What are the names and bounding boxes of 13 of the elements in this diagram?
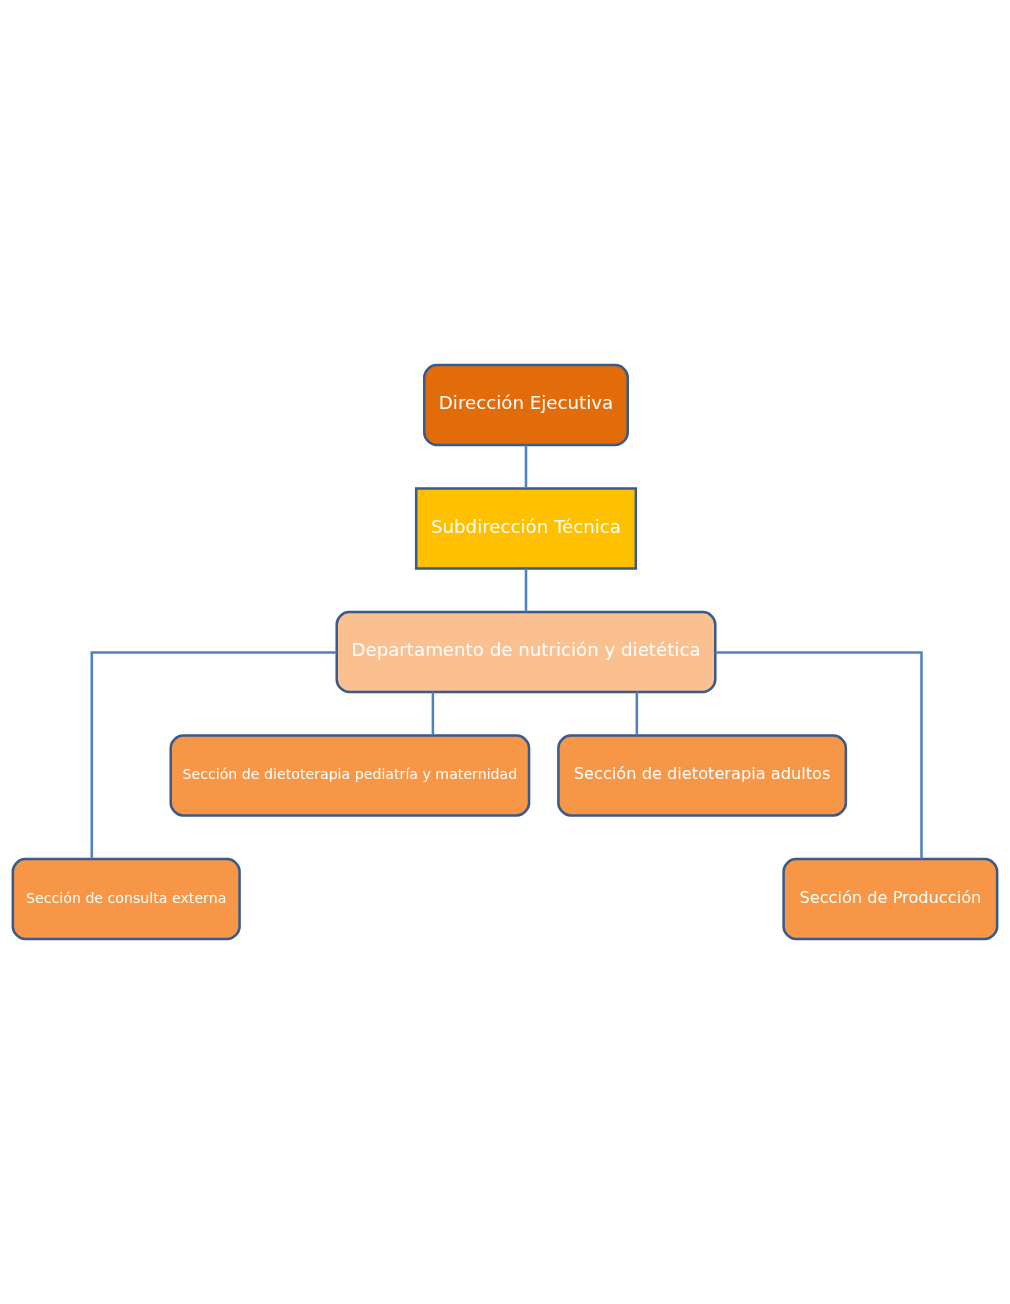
connector — [524, 445, 528, 489]
node-box: Dirección Ejecutiva — [423, 363, 629, 447]
node-box: Departamento de nutrición y dietética — [335, 610, 717, 694]
node-box: Sección de Producción — [782, 857, 999, 941]
connector — [431, 692, 435, 736]
connector — [715, 651, 923, 859]
connector — [635, 692, 639, 736]
node-box: Sección de consulta externa — [11, 857, 241, 941]
node-box: Subdirección Técnica — [414, 487, 638, 570]
node-box: Sección de dietoterapia pediatría y maternidad — [169, 734, 531, 817]
node-box: Sección de dietoterapia adultos — [557, 734, 848, 817]
connector — [90, 651, 337, 859]
connector — [524, 568, 528, 612]
